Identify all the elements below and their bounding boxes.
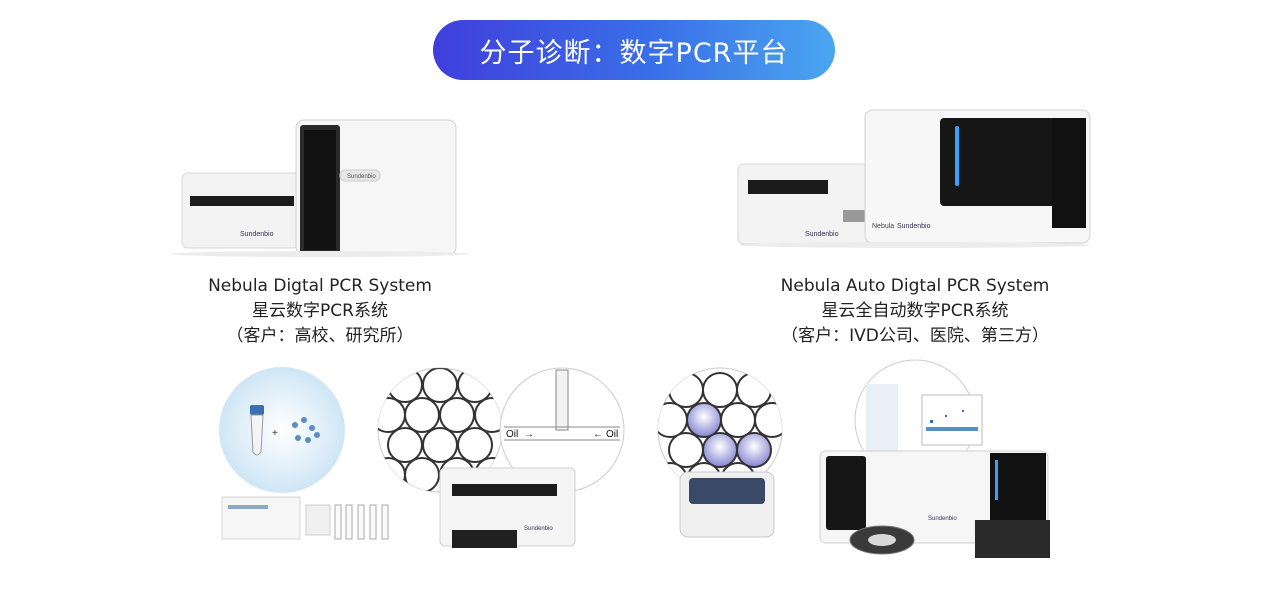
logo-mark: Sundenbio — [240, 231, 274, 238]
arrow-right-icon: → — [524, 429, 534, 440]
oil-label-left: Oil — [506, 429, 518, 440]
droplet-reader-device — [679, 471, 775, 538]
logo-mark-2: Sundenbio — [347, 174, 376, 180]
product-name-cn: 星云数字PCR系统 — [252, 301, 388, 321]
reagent-kit — [221, 496, 389, 540]
oil-label-right: Oil — [606, 429, 618, 440]
product-customers: （客户：高校、研究所） — [226, 326, 414, 346]
auto-system-device: Sundenbio — [819, 450, 1050, 558]
brand-mark: Nebula — [872, 223, 894, 230]
product-caption-nebula-auto: Nebula Auto Digtal PCR System 星云全自动数字PCR… — [760, 274, 1070, 349]
sample-mix-bubble: + — [219, 367, 345, 493]
product-name-en: Nebula Digtal PCR System — [208, 276, 432, 296]
result-analysis-bubble — [854, 359, 983, 481]
product-customers-2: （客户：IVD公司、医院、第三方） — [781, 326, 1049, 346]
logo-mark-6: Sundenbio — [928, 516, 957, 522]
logo-mark-5: Sundenbio — [524, 526, 553, 532]
product-name-en-2: Nebula Auto Digtal PCR System — [780, 276, 1050, 296]
product-name-cn-2: 星云全自动数字PCR系统 — [821, 301, 1009, 321]
logo-mark-3: Sundenbio — [805, 231, 839, 238]
page-title: 分子诊断：数字PCR平台 — [433, 20, 835, 80]
arrow-left-icon: ← — [593, 429, 603, 440]
droplet-generator-device: Sundenbio — [439, 467, 576, 548]
product-caption-nebula: Nebula Digtal PCR System 星云数字PCR系统 （客户：高… — [170, 274, 470, 349]
small-unit: Sundenbio — [181, 172, 300, 249]
logo-mark-4: Sundenbio — [897, 223, 931, 230]
auto-large-unit: Nebula Sundenbio — [864, 109, 1091, 244]
plus-sign: + — [272, 428, 278, 439]
